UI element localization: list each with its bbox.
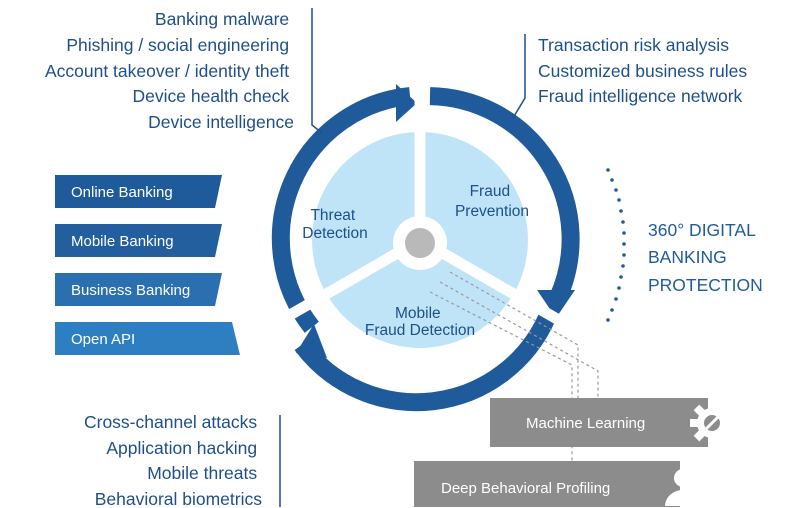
segment-label-mobile: Mobile Fraud Detection	[365, 305, 475, 339]
person-icon	[665, 469, 701, 506]
dotted-arc	[606, 168, 626, 322]
threat-item: Device intelligence	[148, 112, 294, 132]
protection-label: 360° DIGITAL BANKING PROTECTION	[648, 220, 763, 295]
ring-arrowhead-right	[537, 290, 575, 318]
ring-segment-prevention	[429, 87, 580, 302]
prevention-item: Transaction risk analysis	[538, 35, 729, 55]
ring-arrowhead-top	[396, 84, 417, 122]
ring-arrowhead-left	[296, 324, 327, 358]
threat-item: Phishing / social engineering	[66, 35, 289, 55]
segment-label-threat: Threat Detection	[302, 207, 367, 242]
prevention-item: Fraud intelligence network	[538, 86, 743, 106]
channel-banner-api	[55, 322, 240, 355]
machine-learning-banner: Machine Learning	[490, 398, 734, 447]
mobile-item: Application hacking	[106, 438, 257, 458]
machine-learning-label: Machine Learning	[526, 415, 645, 432]
deep-behavioral-banner: Deep Behavioral Profiling	[414, 461, 701, 507]
channel-banner-online	[55, 175, 222, 208]
channel-label: Online Banking	[71, 184, 173, 201]
deep-behavioral-label: Deep Behavioral Profiling	[441, 480, 610, 497]
prevention-item: Customized business rules	[538, 61, 747, 81]
gear-icon	[690, 401, 734, 445]
threat-list: Banking malware Phishing / social engine…	[45, 9, 294, 132]
mobile-item: Cross-channel attacks	[84, 412, 257, 432]
segment-label-prevention: Fraud Prevention	[455, 183, 529, 220]
sector-mobile	[326, 240, 514, 348]
mobile-item: Mobile threats	[147, 463, 257, 483]
channel-banner-business	[55, 273, 222, 306]
protection-wheel: Threat Detection Fraud Prevention Mobile…	[271, 84, 580, 412]
mobile-item: Behavioral biometrics	[95, 489, 263, 508]
channel-label: Business Banking	[71, 282, 190, 299]
channel-label: Open API	[71, 331, 135, 348]
hub-inner	[405, 228, 435, 258]
callout-line-threat	[311, 8, 323, 134]
threat-item: Device health check	[133, 86, 290, 106]
ring-segment-threat	[271, 87, 411, 333]
channel-banners: Online Banking Mobile Banking Business B…	[55, 175, 240, 355]
threat-item: Banking malware	[155, 9, 289, 29]
mobile-list: Cross-channel attacks Application hackin…	[84, 412, 262, 508]
channel-label: Mobile Banking	[71, 233, 174, 250]
prevention-list: Transaction risk analysis Customized bus…	[538, 35, 752, 106]
channel-banner-mobile	[55, 224, 222, 257]
callout-line-prevention	[512, 34, 526, 119]
threat-item: Account takeover / identity theft	[45, 61, 289, 81]
ring-segment-mobile	[294, 311, 557, 412]
